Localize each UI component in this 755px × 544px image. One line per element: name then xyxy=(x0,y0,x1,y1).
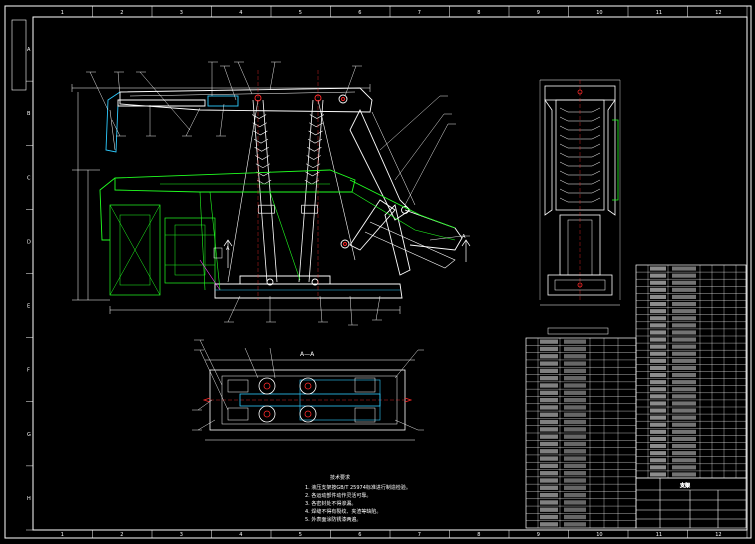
note-line: 5. 外表面涂防锈漆两遍。 xyxy=(305,516,361,523)
notes-title: 技术要求 xyxy=(330,474,350,481)
border-left-label: D xyxy=(27,239,31,245)
border-bottom-label: 12 xyxy=(715,532,721,538)
border-top-label: 5 xyxy=(299,10,302,16)
note-line: 1. 液压支架按GB/T 25974标准进行制造检验。 xyxy=(305,484,411,491)
parts-list-right xyxy=(635,264,747,479)
border-top-label: 3 xyxy=(180,10,183,16)
border-bottom-label: 10 xyxy=(596,532,602,538)
note-line: 2. 各运动部件动作灵活可靠。 xyxy=(305,492,371,499)
border-left-zones: A B C D E F G H xyxy=(26,47,33,531)
parts-list-middle xyxy=(525,327,637,529)
front-view xyxy=(539,79,621,306)
border-top-label: 9 xyxy=(537,10,540,16)
border-bottom-label: 8 xyxy=(477,532,480,538)
border-top-label: 7 xyxy=(418,10,421,16)
section-a-a-leaders xyxy=(192,339,424,431)
border-left-label: H xyxy=(27,496,31,502)
part-leaders xyxy=(86,61,470,326)
border-bottom-label: 3 xyxy=(180,532,183,538)
border-left-label: A xyxy=(27,47,31,53)
border-bottom-label: 2 xyxy=(120,532,123,538)
border-left-label: E xyxy=(27,304,30,310)
border-top-label: 1 xyxy=(61,10,64,16)
border-top-label: 12 xyxy=(715,10,721,16)
title-block-name: 支架 xyxy=(680,482,690,489)
section-label: A—A xyxy=(300,351,315,358)
border-bottom-label: 6 xyxy=(358,532,361,538)
border-left-label: G xyxy=(27,432,31,438)
border-bottom-label: 11 xyxy=(656,532,662,538)
border-bottom-label: 1 xyxy=(61,532,64,538)
border-bottom-label: 7 xyxy=(418,532,421,538)
border-top-label: 6 xyxy=(358,10,361,16)
corner-label-box xyxy=(11,19,27,91)
border-left-label: B xyxy=(27,111,31,117)
inner-frame xyxy=(32,16,748,531)
border-top-label: 8 xyxy=(477,10,480,16)
border-bottom-label: 5 xyxy=(299,532,302,538)
border-left-label: C xyxy=(27,175,31,181)
border-bottom-label: 9 xyxy=(537,532,540,538)
section-a-a: A—A xyxy=(202,351,415,441)
side-elevation: A A xyxy=(71,70,471,314)
border-left-label: F xyxy=(27,368,30,374)
section-marker-right: A xyxy=(462,234,466,240)
border-top-label: 2 xyxy=(120,10,123,16)
hydraulic-legs xyxy=(227,99,356,283)
border-top-label: 11 xyxy=(656,10,662,16)
section-marker-left: A xyxy=(226,246,230,252)
border-bottom-label: 4 xyxy=(239,532,242,538)
technical-notes: 技术要求 1. 液压支架按GB/T 25974标准进行制造检验。2. 各运动部件… xyxy=(305,474,411,523)
note-line: 4. 焊缝不得有裂纹、夹渣等缺陷。 xyxy=(305,508,381,515)
border-top-label: 10 xyxy=(596,10,602,16)
note-line: 3. 各密封处不得渗漏。 xyxy=(305,500,356,507)
border-top-label: 4 xyxy=(239,10,242,16)
outer-frame xyxy=(4,5,752,539)
title-block: 支架 xyxy=(635,477,747,529)
